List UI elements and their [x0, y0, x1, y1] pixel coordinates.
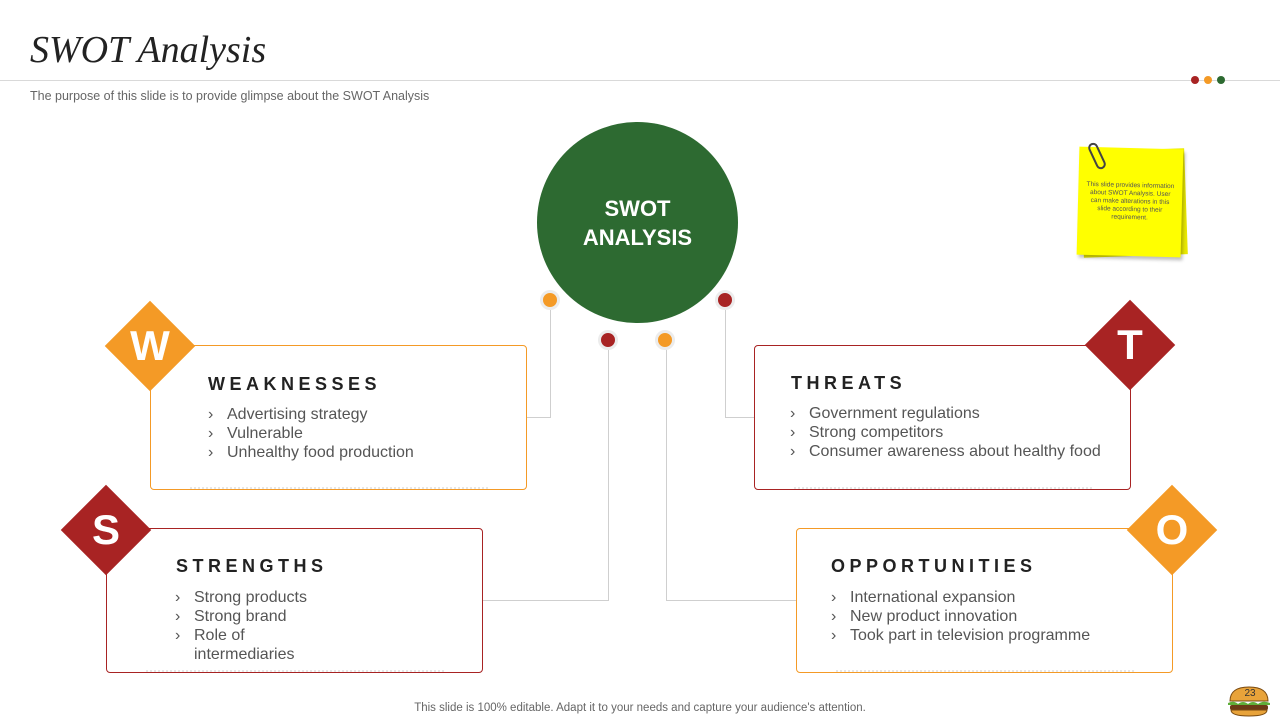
bullet-chevron-icon: ›: [175, 608, 181, 625]
bullet-chevron-icon: ›: [175, 589, 181, 606]
strengths-item-text: Strong products: [194, 589, 307, 606]
opportunities-list: › International expansion › New product in…: [831, 588, 1151, 645]
weaknesses-item-text: Unhealthy food production: [227, 444, 414, 461]
title-divider: [0, 80, 1280, 81]
connector-threats-horizontal: [725, 417, 755, 418]
swot-center-label: SWOT ANALYSIS: [582, 195, 693, 250]
threats-item-text: Strong competitors: [809, 424, 944, 441]
weaknesses-heading: WEAKNESSES: [208, 374, 382, 394]
threats-heading: THREATS: [791, 373, 907, 393]
opportunities-letter: O: [1155, 506, 1189, 553]
connector-strengths-vertical: [608, 346, 609, 601]
bullet-chevron-icon: ›: [790, 424, 796, 441]
opportunities-item: › Took part in television programme: [831, 626, 1151, 645]
bullet-chevron-icon: ›: [208, 444, 214, 461]
page-subtitle: The purpose of this slide is to provide …: [30, 89, 430, 103]
strengths-item: › Role of intermediaries: [175, 626, 425, 664]
threats-item: › Government regulations: [790, 404, 1120, 423]
threats-item: › Strong competitors: [790, 423, 1120, 442]
threats-item-text: Consumer awareness about healthy food: [809, 443, 1101, 460]
threats-item-text: Government regulations: [809, 405, 980, 422]
page-number: 23: [1244, 688, 1256, 699]
opportunities-card: [796, 528, 1173, 673]
opportunities-item-text: Took part in television programme: [850, 627, 1091, 644]
bullet-chevron-icon: ›: [208, 406, 214, 423]
threats-letter: T: [1117, 321, 1143, 368]
opportunities-heading: OPPORTUNITIES: [831, 556, 1037, 576]
strengths-item: › Strong brand: [175, 607, 425, 626]
strengths-card: [106, 528, 483, 673]
decor-dot-green: [1217, 76, 1225, 84]
strengths-letter: S: [91, 506, 120, 553]
connector-opportunities-horizontal: [666, 600, 797, 601]
opportunities-item-text: International expansion: [850, 589, 1016, 606]
connector-strengths-horizontal: [483, 600, 609, 601]
opportunities-item: › New product innovation: [831, 607, 1151, 626]
opportunities-card-footer: [836, 670, 1134, 674]
threats-list: › Government regulations › Strong competit…: [790, 404, 1120, 461]
strengths-item-text: Strong brand: [194, 608, 287, 625]
threats-card: [754, 345, 1131, 490]
opportunities-item-text: New product innovation: [850, 608, 1018, 625]
weaknesses-item: › Vulnerable: [208, 424, 508, 443]
node-strengths: [598, 330, 618, 350]
strengths-item-text: Role of intermediaries: [194, 627, 295, 663]
bullet-chevron-icon: ›: [831, 589, 837, 606]
strengths-list: › Strong products › Strong brand › Role of …: [175, 588, 425, 664]
connector-opportunities-vertical: [666, 346, 667, 601]
weaknesses-card: [150, 345, 527, 490]
burger-icon: [1228, 686, 1270, 717]
sticky-note: This slide provides information about SW…: [1076, 146, 1184, 258]
strengths-card-footer: [146, 670, 444, 674]
bullet-chevron-icon: ›: [790, 405, 796, 422]
strengths-heading: STRENGTHS: [176, 556, 328, 576]
page-title: SWOT Analysis: [30, 29, 267, 71]
weaknesses-card-footer: [190, 487, 488, 491]
weaknesses-item: › Advertising strategy: [208, 405, 508, 424]
connector-threats-vertical: [725, 306, 726, 418]
strengths-item: › Strong products: [175, 588, 425, 607]
bullet-chevron-icon: ›: [175, 627, 181, 644]
threats-item: › Consumer awareness about healthy food: [790, 442, 1120, 461]
node-threats: [715, 290, 735, 310]
connector-weaknesses-vertical: [550, 306, 551, 418]
decor-dot-red: [1191, 76, 1199, 84]
bullet-chevron-icon: ›: [790, 443, 796, 460]
weaknesses-list: › Advertising strategy › Vulnerable › Unhea…: [208, 405, 508, 462]
node-opportunities: [655, 330, 675, 350]
bullet-chevron-icon: ›: [831, 608, 837, 625]
swot-center-circle: SWOT ANALYSIS: [537, 122, 738, 323]
weaknesses-item: › Unhealthy food production: [208, 443, 508, 462]
connector-weaknesses-horizontal: [527, 417, 551, 418]
node-weaknesses: [540, 290, 560, 310]
footer-text: This slide is 100% editable. Adapt it to…: [414, 702, 866, 714]
weaknesses-item-text: Vulnerable: [227, 425, 303, 442]
bullet-chevron-icon: ›: [831, 627, 837, 644]
threats-card-footer: [794, 487, 1092, 491]
decor-dot-orange: [1204, 76, 1212, 84]
opportunities-item: › International expansion: [831, 588, 1151, 607]
sticky-note-text: This slide provides information about SW…: [1086, 180, 1175, 222]
weaknesses-letter: W: [130, 322, 170, 369]
bullet-chevron-icon: ›: [208, 425, 214, 442]
weaknesses-item-text: Advertising strategy: [227, 406, 368, 423]
